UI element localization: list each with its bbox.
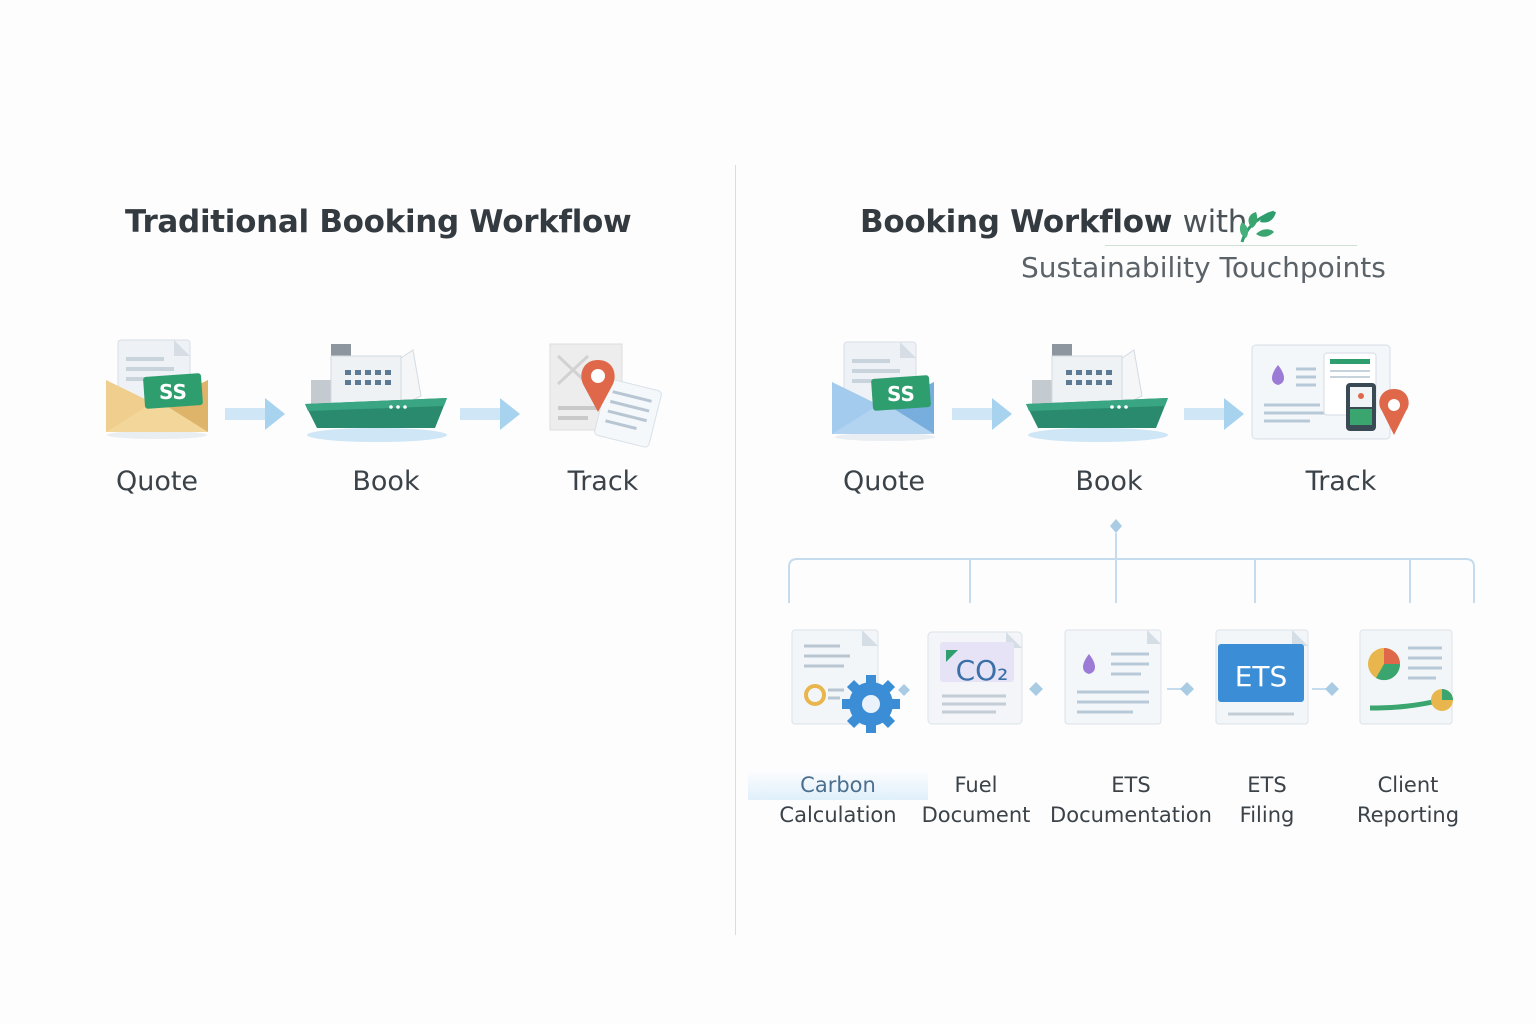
co2-badge: CO₂ xyxy=(956,654,1009,687)
step-label-book: Book xyxy=(352,466,420,497)
right-panel-subtitle: Sustainability Touchpoints xyxy=(1021,251,1386,284)
ets-filing-icon: ETS xyxy=(1212,626,1347,731)
panel-divider xyxy=(735,165,736,935)
touchpoint-label-client-reporting: Client Reporting xyxy=(1356,773,1460,827)
right-panel-title: Booking Workflow with xyxy=(860,204,1247,240)
step-label-quote: Quote xyxy=(115,466,199,497)
right-panel-title-main: Booking Workflow xyxy=(860,204,1173,240)
ets-badge: ETS xyxy=(1235,660,1288,693)
title-underline xyxy=(1105,245,1357,246)
touchpoint-label-fuel-document: Fuel Document xyxy=(921,773,1031,827)
quote-badge: SS xyxy=(887,382,915,406)
track-document-pin-icon xyxy=(548,340,668,450)
flow-arrow xyxy=(460,396,522,436)
flow-arrow xyxy=(952,396,1014,436)
step-label-book: Book xyxy=(1075,466,1143,497)
touchpoint-connector xyxy=(780,515,1480,610)
cargo-ship-icon xyxy=(305,340,450,445)
quote-envelope-icon: SS xyxy=(828,337,943,442)
left-panel-title: Traditional Booking Workflow xyxy=(125,204,632,240)
touchpoint-label-ets-documentation: ETS Documentation xyxy=(1050,773,1212,827)
quote-envelope-icon: SS xyxy=(100,335,215,440)
touchpoint-label-carbon-calculation: Carbon Calculation xyxy=(748,770,928,830)
cargo-ship-icon xyxy=(1026,340,1171,445)
step-label-quote: Quote xyxy=(842,466,926,497)
right-panel-title-suffix: with xyxy=(1182,204,1248,240)
carbon-calculation-gear-icon xyxy=(790,626,915,733)
co2-fuel-document-icon: CO₂ xyxy=(926,628,1051,728)
flow-arrow xyxy=(1184,396,1246,436)
track-dashboard-pin-icon xyxy=(1250,343,1420,448)
ets-documentation-icon xyxy=(1063,628,1203,728)
touchpoint-label-ets-filing: ETS Filing xyxy=(1239,773,1295,827)
client-reporting-chart-icon xyxy=(1356,626,1461,731)
quote-badge: SS xyxy=(159,380,187,404)
step-label-track: Track xyxy=(567,466,639,497)
step-label-track: Track xyxy=(1305,466,1377,497)
leaf-icon xyxy=(1238,208,1278,246)
flow-arrow xyxy=(225,396,287,436)
